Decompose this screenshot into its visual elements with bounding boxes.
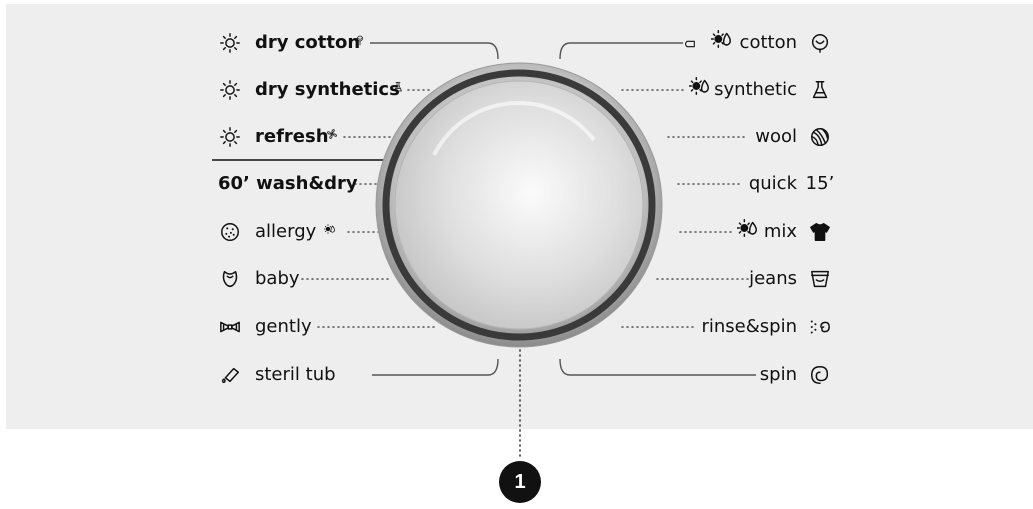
allergy-icon [219, 221, 241, 243]
shirt-icon [809, 221, 831, 243]
flower-icon [354, 31, 366, 43]
flask-icon [809, 79, 831, 101]
sun-drop-icon [737, 217, 759, 239]
program-label-left: allergy [255, 221, 316, 243]
sun-icon [219, 32, 241, 54]
program-label-right: mix [764, 221, 797, 243]
program-label-left: dry cotton [255, 32, 360, 54]
program-label-left: refresh [255, 126, 329, 148]
program-label-right: quick [749, 173, 797, 195]
duration-label: 15’ [806, 173, 835, 195]
tag-sun-drop-icon [685, 36, 701, 52]
program-label-right: rinse&spin [701, 316, 797, 338]
program-label-left: steril tub [255, 364, 336, 386]
leader-line [370, 43, 498, 59]
sun-icon [219, 79, 241, 101]
program-selector-knob[interactable] [374, 60, 664, 350]
program-label-right: synthetic [714, 79, 797, 101]
program-label-left: gently [255, 316, 312, 338]
leader-line [560, 43, 683, 59]
program-label-left: 60’ wash&dry [218, 173, 358, 195]
program-label-right: spin [760, 364, 797, 386]
yarn-icon [809, 126, 831, 148]
tub-clean-icon [219, 364, 241, 386]
bib-icon [219, 268, 241, 290]
cotton-icon [809, 32, 831, 54]
spin-icon [809, 364, 831, 386]
sun-drop-icon [711, 28, 733, 50]
leader-line [372, 359, 498, 375]
rinse-spin-icon [809, 316, 831, 338]
sun-drop-icon [689, 75, 711, 97]
program-label-left: baby [255, 268, 300, 290]
program-label-right: jeans [749, 268, 797, 290]
sun-drop-icon [324, 220, 336, 232]
fan-icon [326, 125, 338, 137]
bow-icon [219, 316, 241, 338]
callout-number: 1 [499, 461, 541, 503]
jeans-icon [809, 268, 831, 290]
leader-line [560, 359, 756, 375]
program-label-right: wool [755, 126, 797, 148]
program-label-right: cotton [740, 32, 797, 54]
sun-icon [219, 126, 241, 148]
